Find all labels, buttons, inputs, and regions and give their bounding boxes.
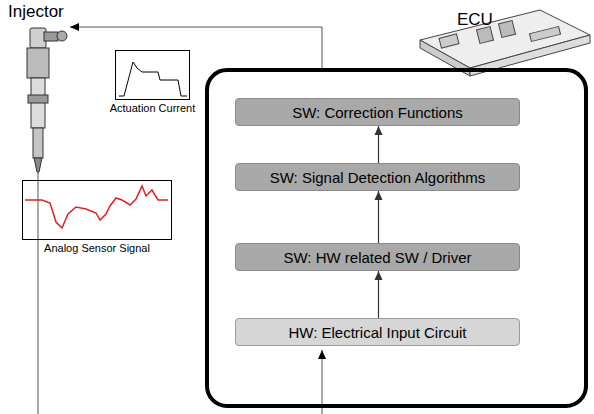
plot-caption: Actuation Current — [110, 102, 196, 114]
current-waveform — [119, 62, 187, 96]
injector-drawing — [27, 28, 67, 172]
signal-plot: Actuation Current — [115, 50, 190, 100]
flow-arrow — [378, 271, 379, 318]
hardware-box: HW: Electrical Input Circuit — [235, 318, 520, 346]
sensor-wire — [38, 172, 39, 414]
software-box: SW: Signal Detection Algorithms — [235, 163, 520, 191]
sensor-waveform — [25, 186, 168, 228]
unit-heading: ECU — [457, 10, 493, 30]
box-label: SW: HW related SW / Driver — [275, 246, 479, 269]
part-label: Injector — [8, 2, 64, 22]
software-box: SW: HW related SW / Driver — [235, 243, 520, 271]
flow-arrow — [378, 126, 379, 163]
box-label: SW: Correction Functions — [284, 101, 471, 124]
flow-arrow — [378, 191, 379, 243]
actuation-wire — [70, 27, 322, 70]
signal-plot: Analog Sensor Signal — [22, 180, 172, 240]
box-label: SW: Signal Detection Algorithms — [262, 166, 494, 189]
software-box: SW: Correction Functions — [235, 98, 520, 126]
ecu-housing — [420, 10, 590, 76]
plot-caption: Analog Sensor Signal — [44, 242, 150, 254]
box-label: HW: Electrical Input Circuit — [280, 321, 474, 344]
ecu-box: ECUSW: Correction FunctionsSW: Signal De… — [205, 68, 588, 408]
